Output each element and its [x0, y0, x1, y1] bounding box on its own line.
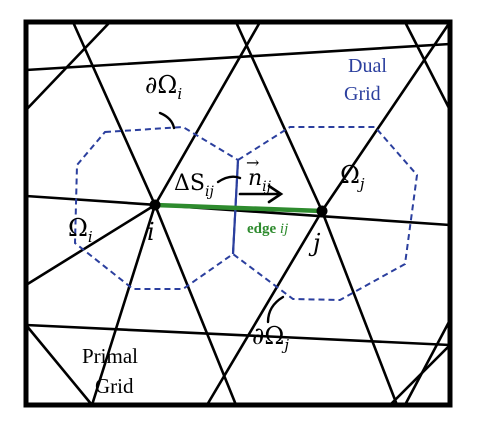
frame — [23, 19, 453, 408]
leader-curves — [158, 111, 285, 324]
normal-arrow-accent: → — [246, 153, 259, 172]
delta-s-label: ΔSij — [174, 171, 214, 200]
primal-edge — [403, 20, 452, 112]
omega-i-label: Ωi — [68, 214, 93, 246]
normal-arrow — [238, 184, 284, 204]
dual-cell-i — [73, 125, 240, 290]
node-i-label: i — [147, 218, 155, 246]
omega-j-label: Ωj — [340, 161, 365, 193]
primal-edge — [24, 194, 452, 227]
primal-edge — [320, 209, 399, 407]
primal-edge — [24, 20, 112, 112]
edge-ij — [154, 202, 323, 214]
dual-cell-j — [231, 126, 419, 302]
boundary-j-label: ∂Ωj — [252, 322, 289, 354]
node-j — [316, 205, 328, 217]
primal-edge — [90, 203, 157, 407]
boundary-i-label: ∂Ωi — [145, 71, 182, 103]
dual-grid-cells — [73, 125, 419, 302]
node-i — [149, 199, 161, 211]
primal-edge — [320, 20, 452, 213]
primal-edge — [153, 20, 262, 207]
primal-edge — [24, 42, 452, 72]
leader-delta-s — [216, 175, 242, 184]
dual-grid-label-line2: Grid — [344, 83, 381, 105]
primal-grid-lines — [24, 20, 452, 407]
primal-edge — [205, 209, 324, 407]
leader-boundary-j — [266, 295, 285, 324]
primal-edge — [71, 20, 157, 207]
primal-grid-label-line2: Grid — [95, 374, 134, 398]
leader-boundary-i — [158, 111, 176, 130]
primal-grid-label-line1: Primal — [82, 344, 138, 368]
primal-edge — [403, 318, 452, 407]
primal-edge — [24, 323, 452, 347]
dual-grid-label-line1: Dual — [348, 55, 387, 77]
primal-edge — [24, 323, 94, 407]
primal-edge — [234, 20, 324, 213]
primal-edge — [153, 203, 238, 407]
edge-ij-label: edge ij — [247, 221, 288, 237]
primal-edge — [24, 203, 157, 287]
normal-label: nij — [248, 166, 272, 195]
